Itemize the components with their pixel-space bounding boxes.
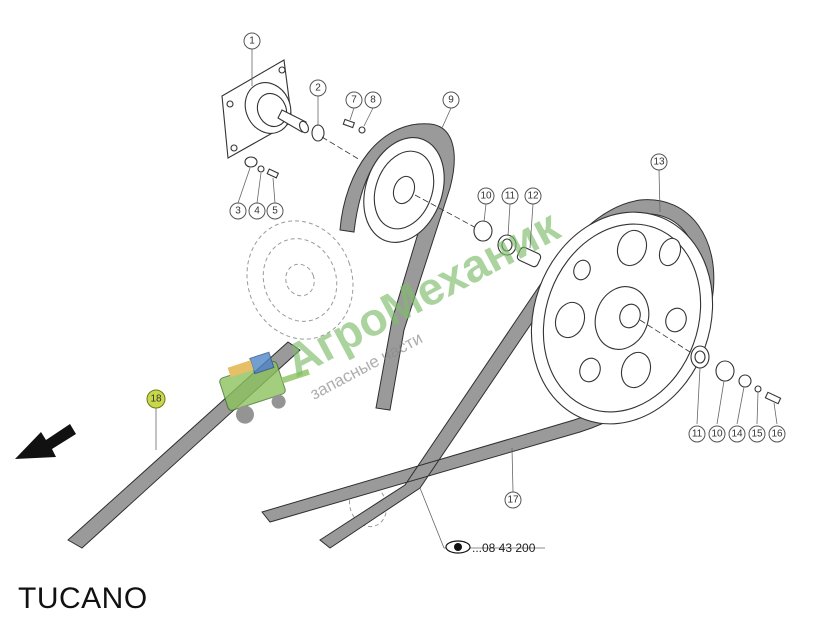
part-2-ring bbox=[311, 124, 325, 142]
svg-text:10: 10 bbox=[480, 191, 492, 202]
direction-arrow bbox=[15, 424, 76, 459]
fasteners-7-8 bbox=[342, 118, 366, 134]
callout-9: 9 bbox=[442, 91, 460, 109]
svg-text:2: 2 bbox=[315, 83, 321, 94]
svg-text:18: 18 bbox=[150, 394, 162, 405]
svg-text:5: 5 bbox=[272, 206, 278, 217]
axis-line bbox=[321, 136, 361, 161]
model-caption: TUCANO bbox=[18, 582, 148, 615]
callout-16: 16 bbox=[768, 425, 786, 443]
callout-1: 1 bbox=[243, 32, 261, 50]
callout-17: 17 bbox=[504, 491, 522, 509]
svg-text:12: 12 bbox=[527, 191, 539, 202]
callout-15: 15 bbox=[748, 425, 766, 443]
svg-text:14: 14 bbox=[731, 429, 743, 440]
callout-5: 5 bbox=[266, 202, 284, 220]
callout-10-top: 10 bbox=[477, 187, 495, 205]
callout-3: 3 bbox=[229, 202, 247, 220]
leader-lines bbox=[155, 48, 778, 493]
svg-text:15: 15 bbox=[751, 429, 763, 440]
callout-13: 13 bbox=[650, 153, 668, 171]
svg-text:9: 9 bbox=[448, 95, 454, 106]
callout-7: 7 bbox=[345, 91, 363, 109]
callout-2: 2 bbox=[309, 79, 327, 97]
svg-text:13: 13 bbox=[653, 157, 665, 168]
svg-text:8: 8 bbox=[370, 95, 376, 106]
eye-icon bbox=[445, 540, 471, 554]
callout-11-bottom: 11 bbox=[688, 425, 706, 443]
reference-number: ...08 43 200 bbox=[472, 541, 536, 555]
part-9-small-pulley bbox=[339, 123, 455, 411]
svg-text:4: 4 bbox=[254, 206, 260, 217]
callout-8: 8 bbox=[364, 91, 382, 109]
reference-label: ...08 43 200 bbox=[419, 487, 545, 555]
watermark-logo bbox=[219, 351, 310, 424]
part-1-mounting-plate bbox=[221, 59, 309, 159]
svg-text:11: 11 bbox=[505, 191, 516, 202]
callout-4: 4 bbox=[248, 202, 266, 220]
svg-text:1: 1 bbox=[249, 36, 255, 47]
svg-text:3: 3 bbox=[235, 206, 241, 217]
callout-12: 12 bbox=[524, 187, 542, 205]
parts-10-11-12-hub bbox=[414, 194, 542, 268]
parts-right-fasteners bbox=[690, 345, 782, 405]
callout-11-top: 11 bbox=[501, 187, 519, 205]
callout-18: 18 bbox=[146, 389, 166, 409]
svg-text:16: 16 bbox=[771, 429, 783, 440]
callout-10-bottom: 10 bbox=[708, 425, 726, 443]
fasteners-3-5 bbox=[244, 156, 280, 179]
svg-text:7: 7 bbox=[351, 95, 357, 106]
svg-text:11: 11 bbox=[692, 429, 703, 440]
callout-14: 14 bbox=[728, 425, 746, 443]
part-13-large-pulley bbox=[530, 211, 714, 425]
svg-text:10: 10 bbox=[711, 429, 723, 440]
svg-text:17: 17 bbox=[507, 495, 519, 506]
